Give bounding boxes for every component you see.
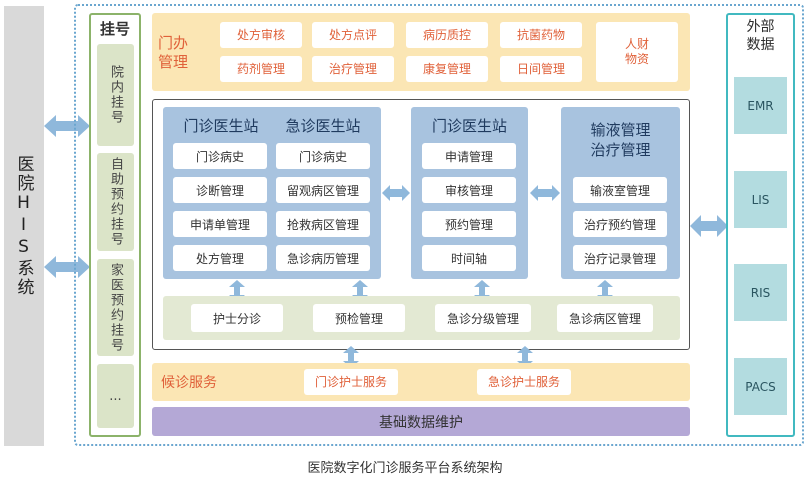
treatment-records: 治疗记录管理 (573, 245, 667, 271)
admin-personnel-assets: 人财 物资 (596, 22, 678, 82)
vert-arrow-wait-2 (517, 346, 533, 368)
admin-record-quality: 病历质控 (406, 22, 488, 48)
audit-management: 审核管理 (422, 177, 516, 203)
op-history: 门诊病史 (173, 143, 267, 169)
emergency-station-title: 急诊医生站 (285, 117, 361, 135)
base-data-maintenance: 基础数据维护 (152, 407, 690, 436)
appointment-management: 预约管理 (422, 211, 516, 237)
op-requisition: 申请单管理 (173, 211, 267, 237)
his-system-block: 医院HIS系统 (4, 6, 44, 446)
admin-prescription-review: 处方审核 (220, 22, 302, 48)
panel-arrow-left (382, 185, 410, 201)
admin-pharmacy: 药剂管理 (220, 56, 302, 82)
op-diagnosis: 诊断管理 (173, 177, 267, 203)
panel-arrow-right (530, 185, 560, 201)
admin-rehab: 康复管理 (406, 56, 488, 82)
registration-item-self-service: 自助预约挂号 (97, 153, 134, 251)
infusion-room: 输液室管理 (573, 177, 667, 203)
admin-treatment: 治疗管理 (312, 56, 394, 82)
external-lis: LIS (734, 171, 787, 228)
outpatient-admin-title: 门办 管理 (158, 34, 189, 71)
platform-frame (74, 4, 804, 446)
emergency-grading: 急诊分级管理 (435, 304, 531, 332)
external-emr: EMR (734, 77, 787, 134)
registration-item-family-doctor: 家医预约挂号 (97, 259, 134, 356)
diagram-caption: 医院数字化门诊服务平台系统架构 (307, 461, 503, 476)
his-arrow-lower (44, 256, 90, 278)
treatment-appointment: 治疗预约管理 (573, 211, 667, 237)
infusion-title: 输液管理 治疗管理 (590, 121, 651, 159)
er-history: 门诊病史 (276, 143, 370, 169)
er-observation: 留观病区管理 (276, 177, 370, 203)
timeline: 时间轴 (422, 245, 516, 271)
waiting-service-title: 候诊服务 (161, 375, 217, 391)
admin-prescription-comment: 处方点评 (312, 22, 394, 48)
pre-check: 预检管理 (313, 304, 405, 332)
outpatient-nurse-service: 门诊护士服务 (304, 369, 398, 395)
emergency-ward: 急诊病区管理 (557, 304, 653, 332)
er-records: 急诊病历管理 (276, 245, 370, 271)
registration-item-in-hospital: 院内挂号 (97, 44, 134, 146)
external-pacs: PACS (734, 358, 787, 415)
registration-item-more: ... (97, 364, 134, 428)
his-arrow-upper (44, 115, 90, 137)
external-arrow (690, 215, 728, 237)
outpatient-station-title: 门诊医生站 (183, 117, 259, 135)
waiting-service-band (152, 363, 690, 401)
nurse-triage: 护士分诊 (191, 304, 283, 332)
emergency-nurse-service: 急诊护士服务 (477, 369, 571, 395)
admin-day-care: 日间管理 (500, 56, 582, 82)
his-system-label: 医院HIS系统 (13, 155, 34, 297)
op-prescription: 处方管理 (173, 245, 267, 271)
external-ris: RIS (734, 264, 787, 321)
admin-antibiotics: 抗菌药物 (500, 22, 582, 48)
external-data-title: 外部 数据 (746, 19, 775, 53)
vert-arrow-wait-1 (343, 346, 359, 368)
apply-management: 申请管理 (422, 143, 516, 169)
second-station-title: 门诊医生站 (431, 117, 507, 135)
registration-title: 挂号 (99, 20, 130, 38)
er-rescue: 抢救病区管理 (276, 211, 370, 237)
